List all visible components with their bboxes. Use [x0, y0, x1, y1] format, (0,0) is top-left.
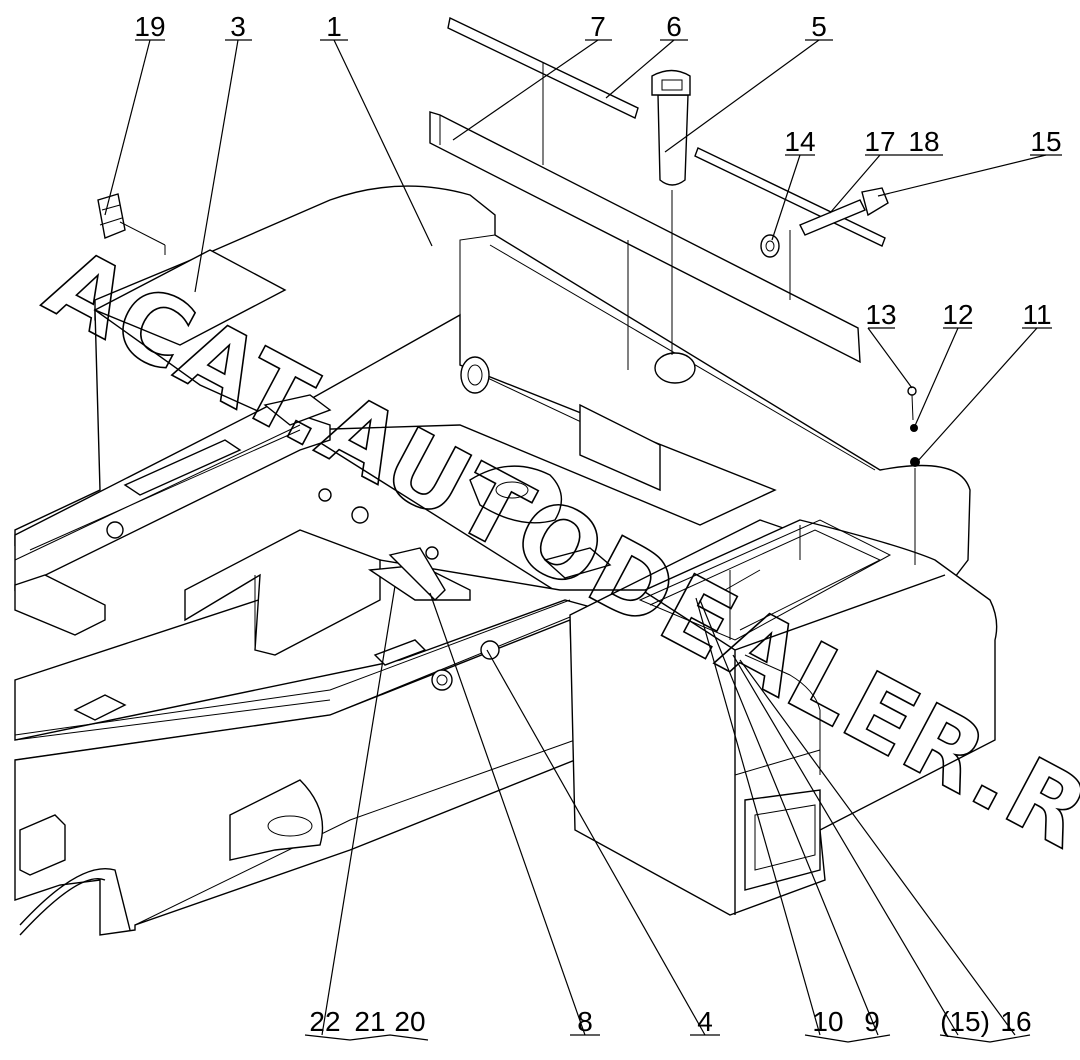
callout-17: 17	[864, 126, 895, 157]
part-7-plate	[429, 111, 861, 364]
lever-arm	[388, 547, 446, 601]
callout-18: 18	[908, 126, 939, 157]
callout-11: 11	[1022, 299, 1051, 330]
pad-6	[73, 694, 127, 721]
callout-3: 3	[230, 11, 246, 42]
part-15-bolt	[799, 199, 866, 236]
right-housing	[569, 519, 998, 916]
callout-5: 5	[811, 11, 827, 42]
tow-eye	[229, 779, 324, 861]
callout-7: 7	[590, 11, 606, 42]
callout-12: 12	[942, 299, 973, 330]
callout-8: 8	[577, 1006, 593, 1037]
part-19-latch	[97, 193, 126, 239]
callout-15: 15	[1030, 126, 1061, 157]
part-11-nut	[910, 457, 920, 467]
part-14-washer	[760, 234, 780, 258]
callout-13: 13	[865, 299, 896, 330]
callout-6: 6	[666, 11, 682, 42]
frame-round-opening	[654, 352, 696, 384]
hitch-loop	[469, 465, 563, 524]
callout-16: 16	[1000, 1006, 1031, 1037]
callout-1: 1	[326, 11, 342, 42]
frame-top-slot	[579, 403, 661, 492]
exploded-parts	[93, 16, 920, 565]
callout-19: 19	[134, 11, 165, 42]
callout-14: 14	[784, 126, 815, 157]
part-3-plate	[93, 249, 287, 346]
callout-labels: 19 3 1 7 6 5 14 17 18 15 13 12 11 22 21 …	[134, 11, 1061, 1037]
frame-bottom-plate	[14, 618, 576, 936]
left-foot-plate	[14, 574, 106, 636]
pad-1	[263, 394, 332, 426]
callout-9: 9	[864, 1006, 880, 1037]
callout-10: 10	[812, 1006, 843, 1037]
callout-4: 4	[697, 1006, 713, 1037]
frame-floor-block	[184, 529, 381, 656]
callout-15-ref: (15)	[940, 1006, 990, 1037]
pad-2	[123, 439, 242, 496]
frame-assembly	[14, 185, 998, 936]
part-13-bolt	[907, 386, 917, 396]
leader-lines	[104, 39, 1062, 1043]
pad-3	[543, 547, 612, 579]
part-5-pin	[657, 94, 689, 186]
callout-22: 22	[309, 1006, 340, 1037]
callout-21: 21	[354, 1006, 385, 1037]
pad-5	[373, 639, 427, 666]
callout-20: 20	[394, 1006, 425, 1037]
